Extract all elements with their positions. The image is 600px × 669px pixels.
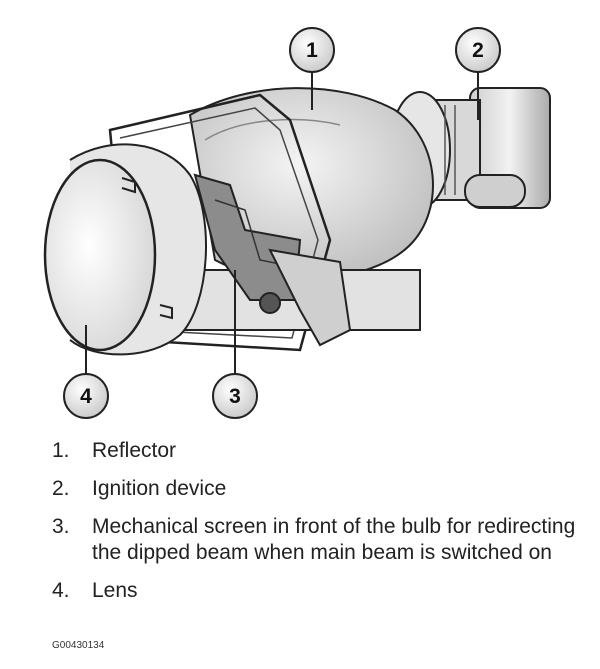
legend-item: 1. Reflector xyxy=(52,438,592,464)
legend-item: 4. Lens xyxy=(52,578,592,604)
lens-drawing xyxy=(43,143,208,356)
legend-item: 2. Ignition device xyxy=(52,476,592,502)
mounting-bracket-drawing xyxy=(108,93,421,352)
legend-text: Lens xyxy=(92,579,138,602)
svg-text:2: 2 xyxy=(472,39,484,62)
figure-code: G00430134 xyxy=(52,640,105,651)
callout-2: 2 xyxy=(455,27,501,73)
callout-1: 1 xyxy=(289,27,335,73)
legend-item: 3. Mechanical screen in front of the bul… xyxy=(52,514,592,566)
svg-text:3: 3 xyxy=(229,385,241,408)
legend-text: Mechanical screen in front of the bulb f… xyxy=(92,515,576,564)
svg-text:1: 1 xyxy=(306,39,318,62)
component-legend: 1. Reflector 2. Ignition device 3. Mecha… xyxy=(52,438,592,616)
legend-number: 3. xyxy=(52,515,70,538)
legend-number: 2. xyxy=(52,477,70,500)
headlamp-projector-module-diagram: 1 2 3 4 xyxy=(43,27,551,419)
mechanical-screen-drawing xyxy=(193,173,352,347)
legend-number: 4. xyxy=(52,579,70,602)
legend-text: Reflector xyxy=(92,439,177,462)
legend-text: Ignition device xyxy=(92,477,227,500)
callout-4: 4 xyxy=(63,373,109,419)
callout-3: 3 xyxy=(212,373,258,419)
svg-text:4: 4 xyxy=(80,385,92,408)
legend-number: 1. xyxy=(52,439,70,462)
